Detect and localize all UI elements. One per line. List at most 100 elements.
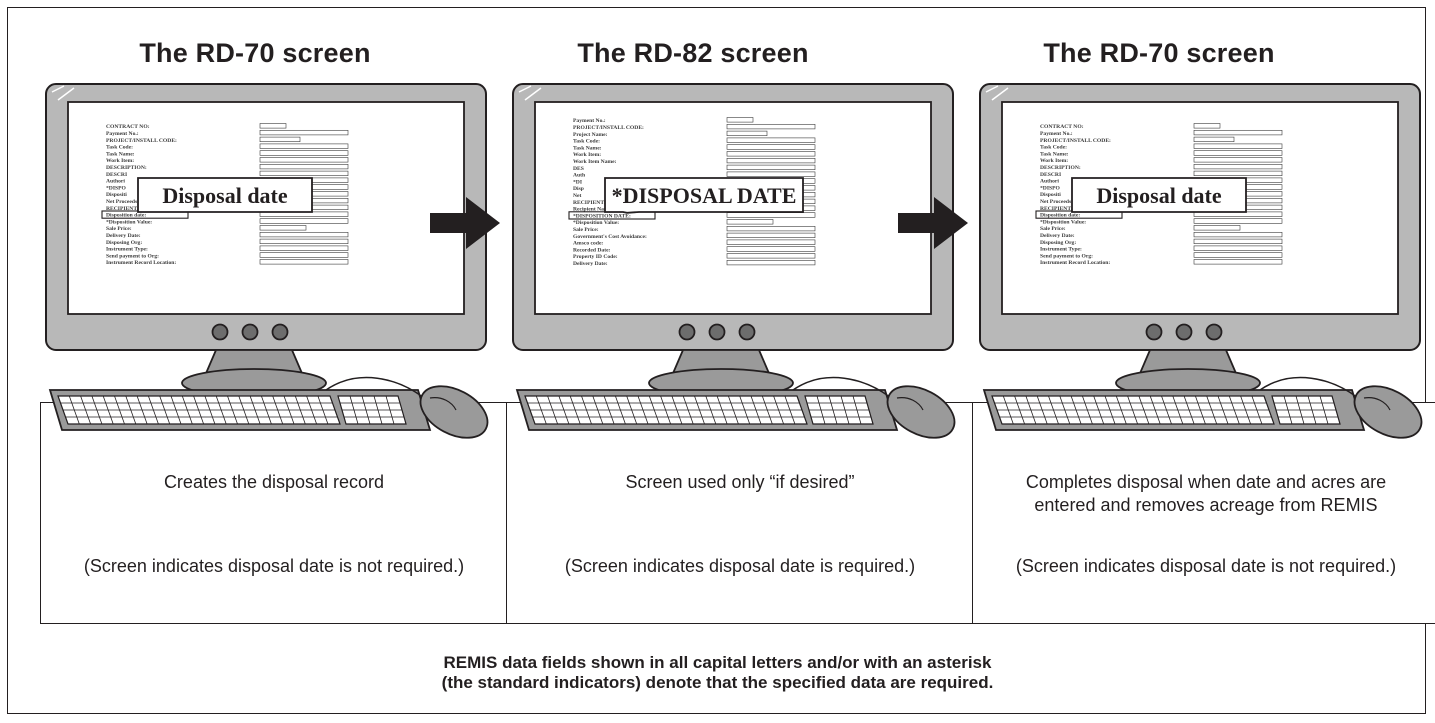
- panel-2-key-col: [592, 395, 604, 425]
- panel-3-field-label: Task Name:: [1040, 151, 1069, 157]
- panel-2-field-label: Amsco code:: [573, 241, 603, 247]
- panel-2-key-col: [569, 395, 581, 425]
- panel-1-field-box: [259, 164, 349, 170]
- panel-2-field-label: *DI: [573, 179, 582, 185]
- panel-1-mouse-cable: [325, 376, 425, 399]
- panel-3-field-label: CONTRACT NO:: [1040, 124, 1084, 130]
- panel-3-key-col: [1240, 395, 1251, 425]
- panel-3-key-col: [1048, 395, 1059, 425]
- panel-2-field-label: Sale Price:: [573, 227, 599, 233]
- panel-3-field-box: [1193, 245, 1283, 251]
- panel-3-key-col: [1172, 395, 1184, 425]
- panel-1-field-box: [259, 238, 349, 245]
- panel-1-field-label: Dispositi: [106, 192, 127, 198]
- panel-1-key-col: [136, 395, 148, 425]
- panel-3-field-box: [1193, 225, 1241, 231]
- panel-3-key-col: [1093, 395, 1105, 425]
- panel-1-field-label: *DISPO: [106, 185, 127, 191]
- panel-1-field-box: [259, 157, 349, 163]
- panel-3-keypad-col: [1295, 395, 1305, 425]
- panel-1-field-box: [259, 259, 349, 265]
- panel-1-key-col: [261, 395, 272, 425]
- panel-1-field-box: [259, 170, 349, 176]
- panel-1-key-col: [272, 395, 284, 425]
- panel-1-field-box: [259, 252, 349, 258]
- footer-line-2: (the standard indicators) denote that th…: [441, 673, 994, 692]
- panel-2-key-col: [671, 395, 683, 425]
- panel-3-key-col: [1127, 395, 1138, 425]
- panel-2-note: (Screen indicates disposal date is requi…: [564, 556, 916, 576]
- panel-2-field-label: Project Name:: [573, 132, 608, 138]
- panel-3-field-label: Work Item:: [1040, 158, 1068, 164]
- flow-arrow-2-to-3: [898, 197, 968, 249]
- panel-3-field-box: [1193, 123, 1221, 129]
- panel-1-field-box: [259, 232, 349, 238]
- panel-2-description: Screen used only “if desired”: [625, 472, 855, 492]
- panel-2-field-box: [726, 164, 816, 170]
- panel-1-field-label: Send payment to Org:: [106, 253, 159, 259]
- panel-2-field-label: Task Name:: [573, 145, 602, 151]
- panel-1-field-label: DESCRIPTION:: [106, 165, 147, 171]
- panel-1-key-col: [91, 395, 103, 425]
- panel-2-monitor-button-3: [738, 323, 756, 341]
- panel-2-key-col: [773, 395, 784, 425]
- panel-2-field-label: Recipient Name:: [573, 207, 613, 213]
- panel-1-keypad-col: [373, 395, 383, 425]
- panel-3-field-box: [1193, 252, 1283, 258]
- panel-1-key-col: [306, 395, 317, 425]
- panel-3-key-col: [1070, 395, 1082, 425]
- panel-1-field-label: RECIPIENT:: [106, 206, 139, 212]
- panel-3-field-box: [1193, 157, 1283, 163]
- panel-2-field-label: Auth: [573, 173, 586, 179]
- panel-1-field-box: [259, 129, 349, 136]
- panel-2-field-box: [726, 253, 816, 259]
- arrow-shape: [898, 197, 968, 249]
- panel-3-field-label: *DISPO: [1040, 185, 1061, 191]
- panel-2-field-box: [726, 158, 816, 164]
- panel-3-key-col: [1206, 395, 1218, 425]
- panel-3-field-label: Net Proceeds:: [1040, 199, 1073, 205]
- panel-2-key-col: [547, 395, 558, 425]
- panel-2-field-box: [726, 171, 816, 177]
- panel-2-field-label: Task Code:: [573, 139, 600, 145]
- panel-2-mouse: [886, 385, 956, 439]
- panel-3-bezel-highlight: [985, 85, 1009, 101]
- panel-1-field-label: Delivery Date:: [106, 233, 141, 239]
- panel-3-key-col: [1014, 395, 1025, 425]
- panel-2-field-label: *Disposition Value:: [573, 220, 619, 226]
- panel-2-title: The RD-82 screen: [577, 38, 809, 68]
- panel-1-field-box: [259, 218, 349, 224]
- panel-3-key-col: [1002, 395, 1014, 425]
- panel-3-note: (Screen indicates disposal date is not r…: [1015, 556, 1397, 576]
- panel-1-field-box: [259, 150, 349, 156]
- panel-1-key-col: [125, 395, 137, 425]
- panel-1-key-col: [80, 395, 91, 425]
- panel-2-field-box: [726, 123, 816, 130]
- panel-1-key-col: [193, 395, 204, 425]
- panel-1-mouse-button: [429, 397, 457, 411]
- panel-3-key-col: [1251, 395, 1263, 425]
- panel-3-callout-text: Disposal date: [1096, 183, 1222, 208]
- panel-1-keypad-col: [361, 395, 371, 425]
- panel-3-field-label: Instrument Type:: [1040, 247, 1082, 253]
- panel-2-field-label: Delivery Date:: [573, 261, 608, 267]
- panel-3-field-box: [1193, 129, 1283, 136]
- panel-2-field-box: [726, 212, 816, 218]
- panel-2-field-label: Work Item:: [573, 152, 601, 158]
- panel-1-callout-text: Disposal date: [162, 183, 288, 208]
- panel-1-field-label: *Disposition Value:: [106, 219, 152, 225]
- panel-2-key-col: [581, 395, 592, 425]
- panel-1-monitor-button-2: [241, 323, 259, 341]
- panel-3-field-box: [1193, 238, 1283, 245]
- panel-2-field-label: Recorded Date:: [573, 247, 611, 253]
- panel-1-key-col: [181, 395, 193, 425]
- panel-1-key-col: [227, 395, 238, 425]
- panel-2-key-col: [615, 395, 626, 425]
- panel-3-field-label: Instrument Record Location:: [1040, 260, 1110, 266]
- panel-3-field-label: Disposition date:: [1040, 213, 1080, 219]
- panel-3-keypad-col: [1283, 395, 1293, 425]
- panel-3-key-col: [1115, 395, 1127, 425]
- panel-2-keypad-col: [816, 395, 826, 425]
- panel-3-monitor-button-1: [1145, 323, 1163, 341]
- panel-3-field-box: [1193, 232, 1283, 238]
